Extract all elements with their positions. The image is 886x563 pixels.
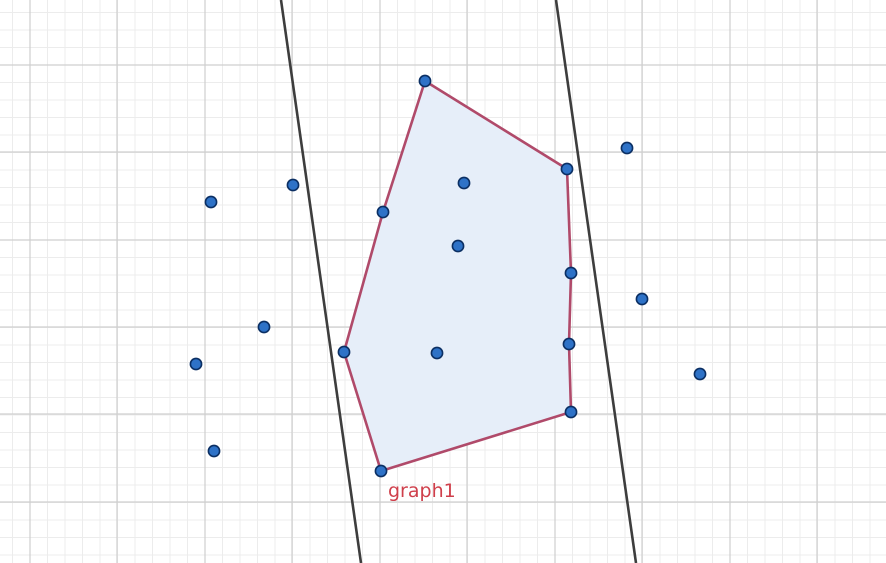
point-p5[interactable] (376, 205, 390, 219)
point-p6[interactable] (451, 239, 465, 253)
point-p12[interactable] (189, 357, 203, 371)
point-p11[interactable] (257, 320, 271, 334)
point-set (189, 74, 707, 478)
left-boundary-line (279, 0, 363, 563)
point-p1[interactable] (204, 195, 218, 209)
point-p9[interactable] (564, 266, 578, 280)
hull-label: graph1 (388, 480, 456, 502)
point-p16[interactable] (693, 367, 707, 381)
point-p15[interactable] (562, 337, 576, 351)
right-boundary-line (554, 0, 638, 563)
point-p3[interactable] (418, 74, 432, 88)
point-p7[interactable] (560, 162, 574, 176)
point-p10[interactable] (635, 292, 649, 306)
convex-hull-polygon[interactable] (342, 79, 573, 473)
point-p18[interactable] (207, 444, 221, 458)
point-p4[interactable] (457, 176, 471, 190)
point-p14[interactable] (430, 346, 444, 360)
point-p13[interactable] (337, 345, 351, 359)
point-p19[interactable] (374, 464, 388, 478)
point-p17[interactable] (564, 405, 578, 419)
point-p2[interactable] (286, 178, 300, 192)
point-p8[interactable] (620, 141, 634, 155)
